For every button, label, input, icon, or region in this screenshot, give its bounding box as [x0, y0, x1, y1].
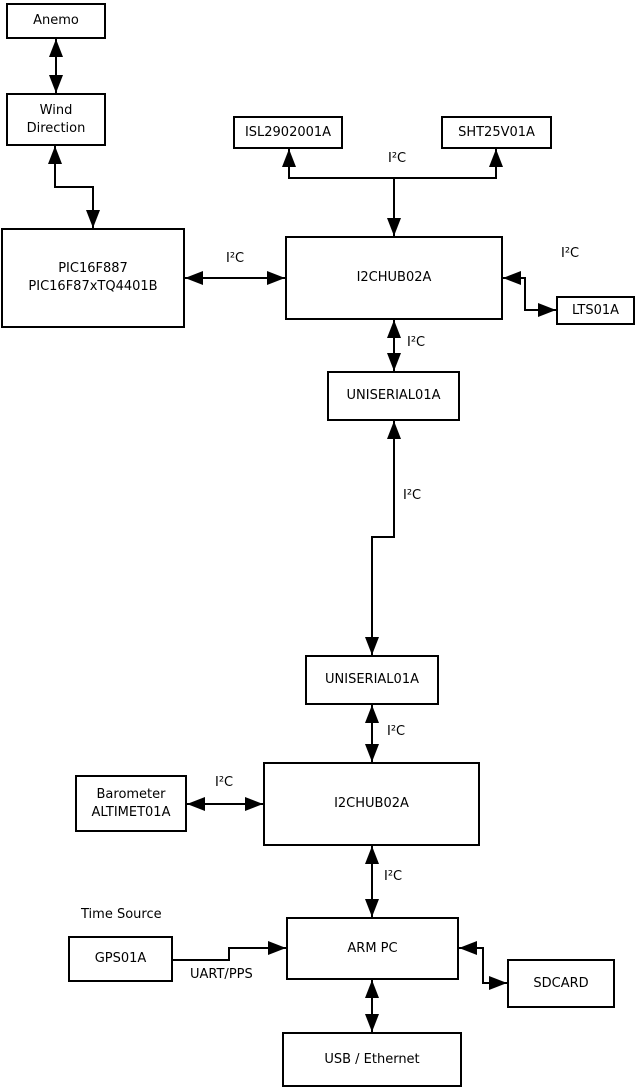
edge-label-i2c-sensors: I²C — [388, 151, 407, 166]
block-usb-ethernet: USB / Ethernet — [282, 1032, 462, 1087]
connector-hub1-sht — [394, 149, 503, 179]
block-sdcard: SDCARD — [507, 959, 615, 1008]
annotation-time-source: Time Source — [81, 907, 162, 922]
edge-label-uart-pps: UART/PPS — [190, 967, 253, 982]
edge-label-i2c-lts: I²C — [561, 246, 580, 261]
connector-wind-pic — [48, 146, 100, 228]
connector-gps-armpc — [173, 941, 286, 961]
block-sht25v01a: SHT25V01A — [441, 116, 552, 149]
block-i2c-hub-top: I2CHUB02A — [285, 236, 503, 320]
connector-hub1-lts — [503, 271, 556, 317]
block-lts01a: LTS01A — [556, 296, 635, 325]
block-uniserial-bottom: UNISERIAL01A — [305, 655, 439, 705]
block-arm-pc: ARM PC — [286, 917, 459, 980]
edge-label-i2c-pic-hub: I²C — [226, 251, 245, 266]
block-anemo: Anemo — [6, 3, 106, 39]
edge-label-i2c-hub-uniserial: I²C — [407, 335, 426, 350]
connector-uniserial-link — [365, 421, 401, 655]
connector-armpc-sdcard — [459, 941, 507, 990]
block-pic-microcontroller: PIC16F887 PIC16F87xTQ4401B — [1, 228, 185, 328]
edge-label-i2c-uniserial-link: I²C — [403, 488, 422, 503]
block-wind-direction: Wind Direction — [6, 93, 106, 146]
block-i2c-hub-bottom: I2CHUB02A — [263, 762, 480, 846]
block-gps01a: GPS01A — [68, 936, 173, 982]
connector-hub1-isl — [282, 149, 394, 179]
block-uniserial-top: UNISERIAL01A — [327, 371, 460, 421]
edge-label-i2c-hub2-armpc: I²C — [384, 869, 403, 884]
block-isl2902001a: ISL2902001A — [233, 116, 343, 149]
edge-label-i2c-barometer: I²C — [215, 775, 234, 790]
edge-label-i2c-uniserial-hub2: I²C — [387, 724, 406, 739]
block-barometer: Barometer ALTIMET01A — [75, 775, 187, 832]
